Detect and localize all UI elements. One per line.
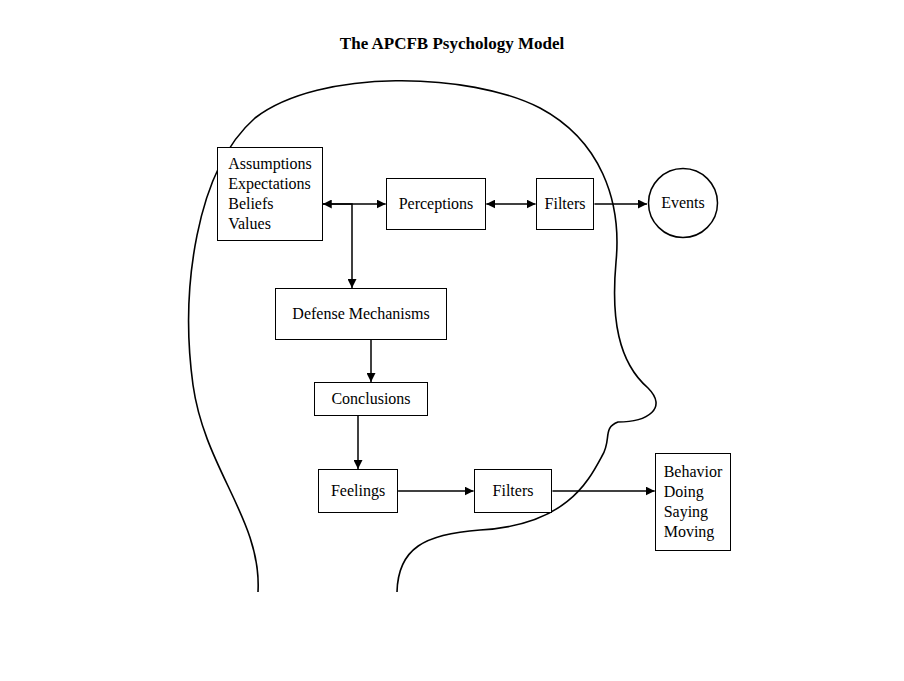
diagram-title: The APCFB Psychology Model: [0, 34, 904, 54]
arrow-connector: [323, 204, 352, 288]
head-silhouette: [189, 81, 656, 592]
process-box: Defense Mechanisms: [275, 288, 446, 340]
node-label: Assumptions Expectations Beliefs Values: [228, 154, 312, 234]
node-label: Defense Mechanisms: [292, 304, 429, 324]
arrow-connector: [486, 203, 535, 205]
circle-shape: [649, 169, 718, 238]
filter-box: Filters: [536, 178, 595, 230]
arrow-connector: [594, 203, 647, 205]
node-label: Events: [661, 193, 705, 213]
node-label: Filters: [545, 194, 586, 214]
node-label: Behavior Doing Saying Moving: [664, 462, 723, 542]
process-box: Perceptions: [386, 178, 487, 230]
behavior-box: Behavior Doing Saying Moving: [655, 453, 732, 551]
node-label: Filters: [493, 481, 534, 501]
filter-box: Filters: [474, 469, 553, 513]
process-box: Conclusions: [314, 382, 427, 416]
node-label: Conclusions: [331, 389, 410, 409]
event-circle: Events: [647, 167, 719, 239]
process-box: Feelings: [318, 469, 398, 513]
node-label: Perceptions: [399, 194, 474, 214]
node-label: Feelings: [331, 481, 385, 501]
belief-box: Assumptions Expectations Beliefs Values: [217, 147, 323, 241]
arrow-connector: [398, 490, 473, 492]
arrow-connector: [370, 340, 372, 382]
arrow-connector: [357, 416, 359, 469]
arrow-connector: [552, 490, 654, 492]
